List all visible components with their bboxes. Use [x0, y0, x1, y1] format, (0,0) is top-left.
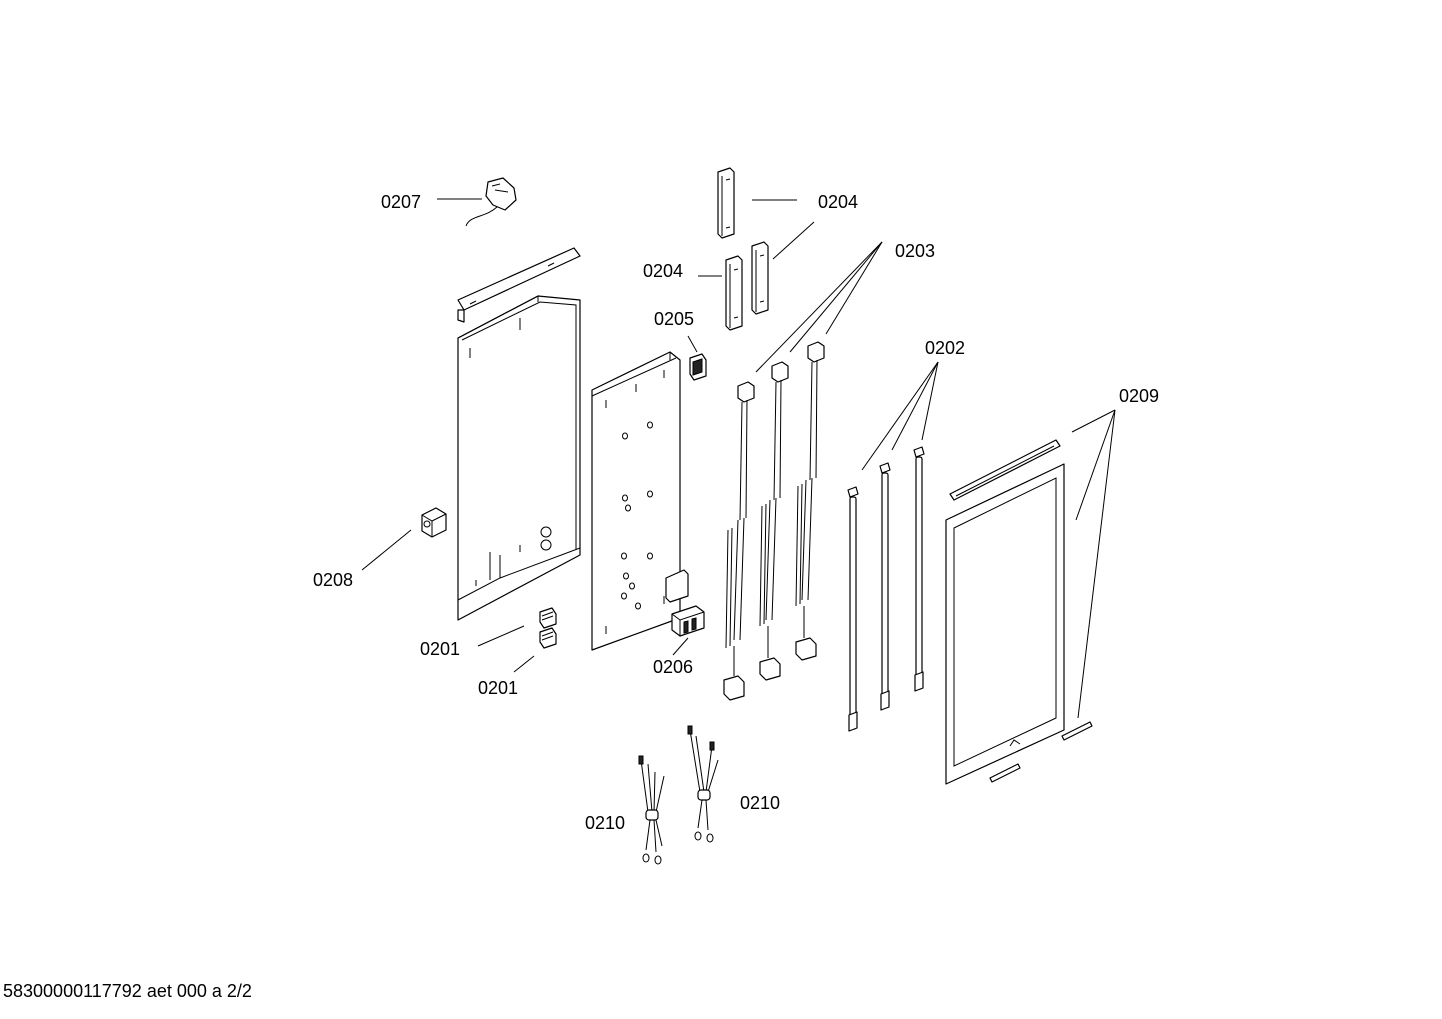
- leader-0209b: [1075, 409, 1116, 521]
- leader-0201a: [477, 625, 525, 647]
- leader-0203b: [789, 241, 883, 353]
- label-0204b: 0204: [643, 261, 683, 281]
- label-0204a: 0204: [818, 192, 858, 212]
- label-0208: 0208: [313, 570, 353, 590]
- part-0203-socket-wire-3[interactable]: [795, 341, 825, 661]
- part-0204-rail-left[interactable]: [725, 255, 743, 331]
- leader-0202c: [921, 361, 939, 441]
- part-0204-rail-right[interactable]: [751, 241, 769, 315]
- label-0203: 0203: [895, 241, 935, 261]
- part-0201-clip-b[interactable]: [539, 627, 557, 649]
- mounting-plate: [591, 351, 689, 651]
- label-0209: 0209: [1119, 386, 1159, 406]
- leader-0209a: [1071, 409, 1116, 433]
- part-0209-bottom-clips[interactable]: [989, 721, 1093, 783]
- leader-0205: [687, 335, 698, 353]
- part-0210-harness-right[interactable]: [687, 725, 719, 843]
- label-0210a: 0210: [585, 813, 625, 833]
- part-0209-frame[interactable]: [945, 463, 1065, 785]
- housing-box: [457, 295, 581, 621]
- leader-0209c: [1077, 409, 1116, 719]
- part-0202-tube-2[interactable]: [879, 462, 891, 711]
- part-0202-tube-1[interactable]: [847, 486, 859, 732]
- leader-0203c: [825, 241, 883, 335]
- label-0206: 0206: [653, 657, 693, 677]
- leader-0204c: [772, 221, 815, 260]
- leader-0208: [361, 529, 412, 571]
- label-0201b: 0201: [478, 678, 518, 698]
- top-bracket: [457, 247, 581, 323]
- part-0204-rail-top[interactable]: [717, 167, 735, 239]
- part-0203-socket-wire-2[interactable]: [759, 361, 789, 681]
- part-0205-switch[interactable]: [689, 353, 707, 381]
- drawing-reference-footer: 58300000117792 aet 000 a 2/2: [3, 981, 252, 1001]
- part-0209-top-profile[interactable]: [949, 439, 1061, 501]
- part-0206-terminal-block[interactable]: [671, 605, 705, 637]
- part-0203-socket-wire-1[interactable]: [723, 381, 755, 701]
- leader-0206: [672, 637, 689, 656]
- label-0201a: 0201: [420, 639, 460, 659]
- part-0208-terminal[interactable]: [421, 507, 447, 538]
- part-0210-harness-left[interactable]: [638, 755, 665, 865]
- part-0201-clip-a[interactable]: [539, 607, 557, 629]
- label-0210b: 0210: [740, 793, 780, 813]
- label-0202: 0202: [925, 338, 965, 358]
- part-0207-power-plug[interactable]: [465, 177, 517, 227]
- label-0205: 0205: [654, 309, 694, 329]
- part-0202-tube-3[interactable]: [913, 446, 925, 692]
- leader-0202b: [891, 361, 939, 451]
- leader-0201b: [513, 655, 535, 673]
- leader-0202a: [861, 361, 939, 471]
- leader-0203a: [755, 241, 883, 373]
- label-0207: 0207: [381, 192, 421, 212]
